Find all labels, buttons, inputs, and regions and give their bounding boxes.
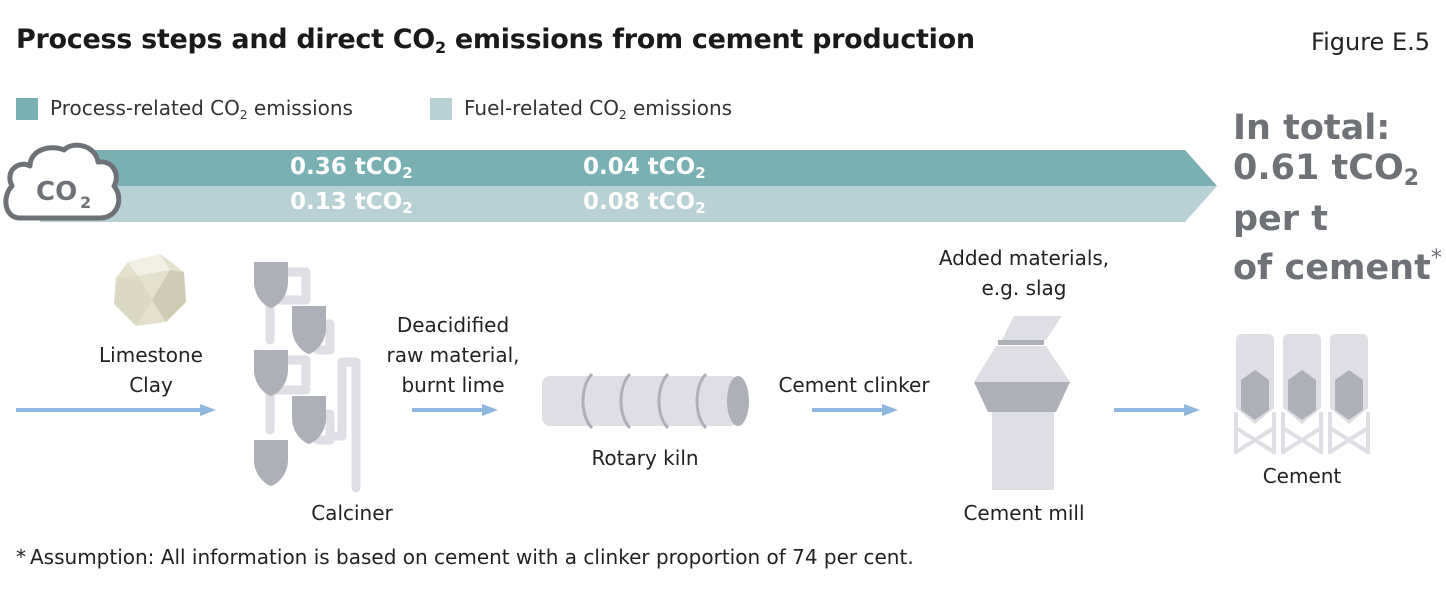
total-line2: 0.61 tCO2 — [1233, 148, 1420, 191]
process-value-kiln: 0.04 tCO2 — [583, 154, 706, 182]
legend-process: Process-related CO2 emissions — [16, 96, 353, 122]
clinker-label: Cement clinker — [778, 373, 930, 397]
svg-text:2: 2 — [80, 193, 91, 212]
arrow-mill-to-cement-icon — [1114, 404, 1200, 416]
figure-label: Figure E.5 — [1311, 28, 1430, 56]
svg-text:CO: CO — [36, 177, 77, 207]
total-line4: of cement* — [1233, 246, 1442, 288]
cement-mill-label: Cement mill — [963, 501, 1085, 525]
legend-fuel-label: Fuel-related CO2 emissions — [464, 96, 733, 122]
arrow-calciner-to-kiln-icon — [412, 404, 498, 416]
limestone-rock-icon — [114, 254, 186, 326]
legend-process-swatch — [16, 98, 38, 120]
arrow-kiln-to-mill-icon — [812, 404, 898, 416]
emissions-band-arrow — [40, 150, 1217, 222]
fuel-value-kiln: 0.08 tCO2 — [583, 189, 706, 217]
deacidified-label: Deacidified raw material, burnt lime — [386, 313, 520, 397]
legend-fuel: Fuel-related CO2 emissions — [430, 96, 732, 122]
cement-mill-icon — [974, 316, 1070, 490]
co2-cloud-icon: CO 2 — [3, 142, 122, 221]
calciner-icon — [254, 262, 361, 493]
total-emissions: In total: 0.61 tCO2 per t of cement* — [1233, 108, 1442, 288]
fuel-band — [40, 186, 1217, 222]
process-band — [40, 150, 1217, 186]
page-title: Process steps and direct CO2 emissions f… — [16, 24, 975, 57]
calciner-label: Calciner — [311, 501, 393, 525]
flow-arrows — [16, 404, 1200, 416]
cement-silos-icon — [1234, 334, 1370, 454]
added-materials-label: Added materials, e.g. slag — [938, 246, 1110, 300]
fuel-value-calcination: 0.13 tCO2 — [290, 189, 413, 217]
legend-process-label: Process-related CO2 emissions — [50, 96, 353, 122]
raw-materials-label: Limestone Clay — [99, 343, 203, 397]
process-value-calcination: 0.36 tCO2 — [290, 154, 413, 182]
rotary-kiln-label: Rotary kiln — [591, 446, 699, 470]
arrow-raw-to-calciner-icon — [16, 404, 216, 416]
total-line1: In total: — [1233, 108, 1391, 148]
footnote: * Assumption: All information is based o… — [16, 545, 914, 569]
legend-fuel-swatch — [430, 98, 452, 120]
total-line3: per t — [1233, 199, 1328, 239]
cement-label: Cement — [1262, 464, 1342, 488]
rotary-kiln-icon — [542, 372, 749, 430]
